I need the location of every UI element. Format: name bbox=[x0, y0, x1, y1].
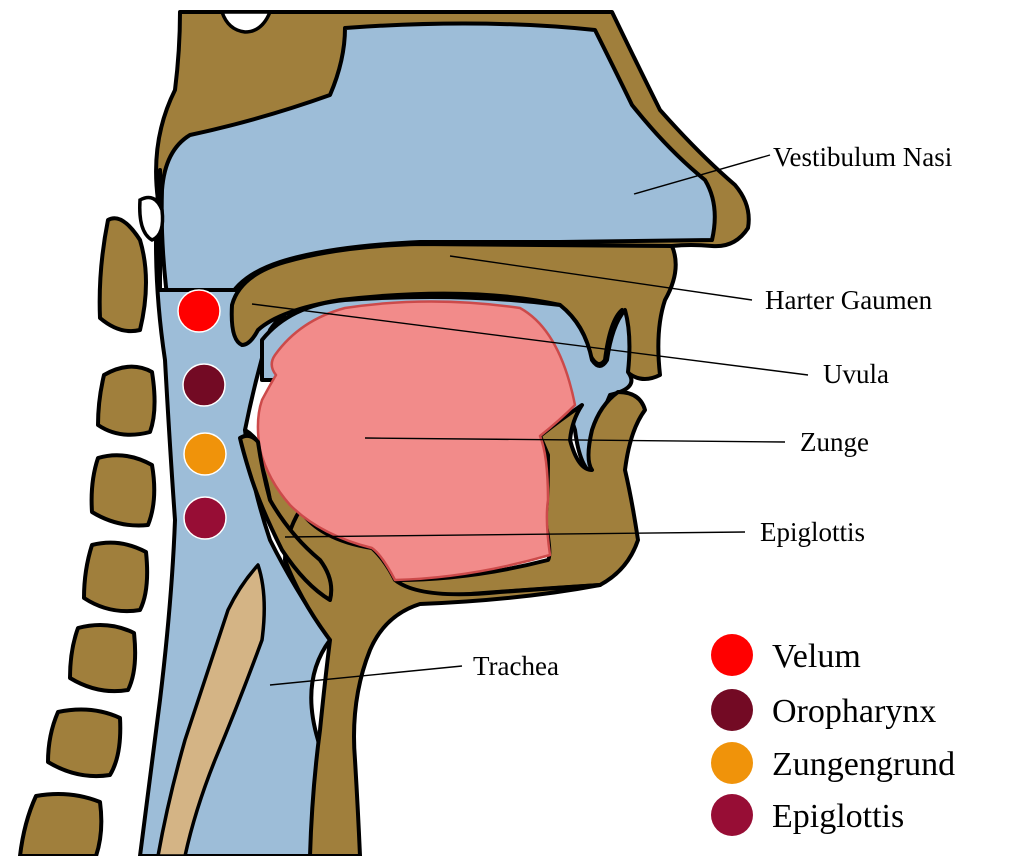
label-harter-gaumen: Harter Gaumen bbox=[765, 285, 933, 315]
mastoid-cavity bbox=[140, 198, 163, 240]
legend-label-velum: Velum bbox=[772, 638, 861, 675]
legend-label-zungengrund: Zungengrund bbox=[772, 746, 955, 783]
legend-swatch-oropharynx bbox=[711, 689, 753, 731]
legend: Velum Oropharynx Zungengrund Epiglottis bbox=[711, 634, 955, 836]
marker-zungengrund bbox=[184, 433, 226, 475]
label-trachea: Trachea bbox=[473, 651, 559, 681]
legend-swatch-zungengrund bbox=[711, 742, 753, 784]
legend-label-oropharynx: Oropharynx bbox=[772, 693, 936, 730]
marker-oropharynx bbox=[183, 364, 225, 406]
cervical-spine bbox=[20, 218, 155, 856]
label-uvula: Uvula bbox=[823, 359, 889, 389]
legend-label-epiglottis: Epiglottis bbox=[772, 798, 904, 835]
label-vestibulum-nasi: Vestibulum Nasi bbox=[773, 142, 952, 172]
label-epiglottis: Epiglottis bbox=[760, 517, 865, 547]
legend-swatch-epiglottis bbox=[711, 794, 753, 836]
marker-velum bbox=[178, 290, 220, 332]
marker-epiglottis bbox=[184, 497, 226, 539]
label-zunge: Zunge bbox=[800, 427, 869, 457]
legend-swatch-velum bbox=[711, 634, 753, 676]
